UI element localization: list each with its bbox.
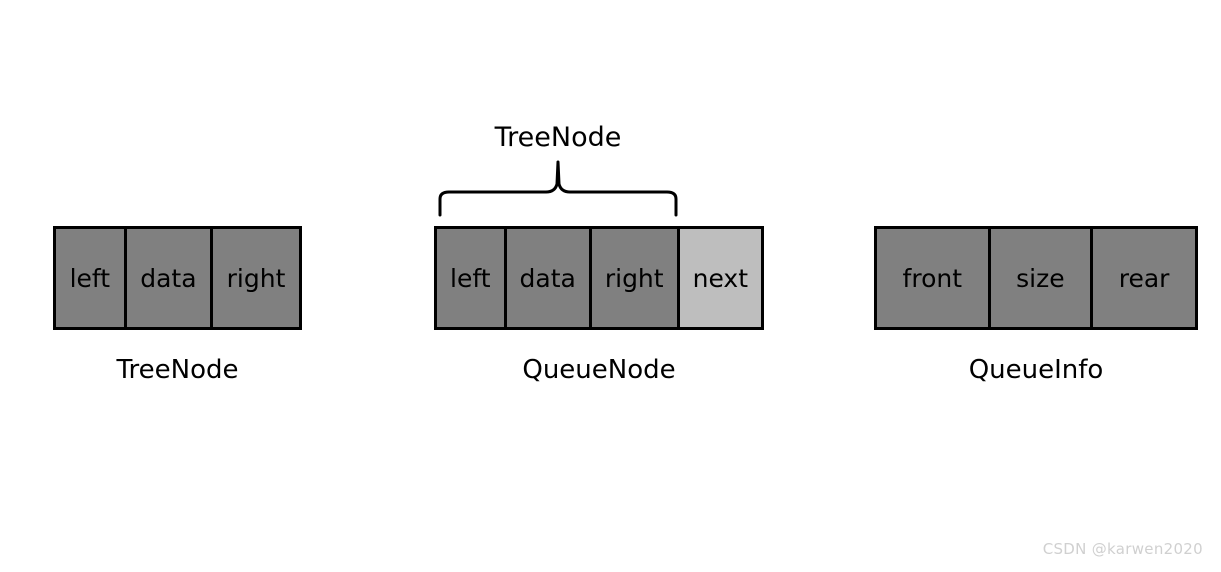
field-label: next <box>692 263 748 293</box>
struct-treenode: left data right TreeNode <box>53 226 302 383</box>
field-cell-size: size <box>990 229 1094 327</box>
field-label: right <box>226 263 286 293</box>
field-label: left <box>450 263 491 293</box>
struct-queuenode: left data right next QueueNode <box>434 226 764 383</box>
field-label: right <box>604 263 664 293</box>
watermark-text: CSDN @karwen2020 <box>1042 540 1203 558</box>
field-cell-front: front <box>877 229 991 327</box>
struct-treenode-label: TreeNode <box>116 355 239 385</box>
field-cell-rear: rear <box>1093 229 1196 327</box>
curly-brace-down-icon <box>438 160 678 217</box>
field-label: data <box>519 263 576 293</box>
field-label: front <box>902 263 963 293</box>
field-cell-right: right <box>591 229 680 327</box>
struct-treenode-cells: left data right <box>53 226 302 330</box>
struct-queueinfo-label: QueueInfo <box>968 355 1104 385</box>
field-cell-data: data <box>126 229 214 327</box>
struct-queuenode-cells: left data right next <box>434 226 764 330</box>
treenode-span-annotation <box>428 155 688 221</box>
struct-queuenode-label: QueueNode <box>522 355 676 385</box>
field-cell-next: next <box>679 229 762 327</box>
field-cell-right: right <box>213 229 299 327</box>
field-label: rear <box>1118 263 1170 293</box>
field-label: data <box>140 263 197 293</box>
struct-queueinfo: front size rear QueueInfo <box>874 226 1198 383</box>
field-cell-left: left <box>437 229 507 327</box>
field-label: size <box>1016 263 1065 293</box>
field-cell-left: left <box>56 229 127 327</box>
field-label: left <box>69 263 111 293</box>
treenode-span-caption: TreeNode <box>494 122 622 153</box>
field-cell-data: data <box>506 229 592 327</box>
struct-queueinfo-cells: front size rear <box>874 226 1198 330</box>
